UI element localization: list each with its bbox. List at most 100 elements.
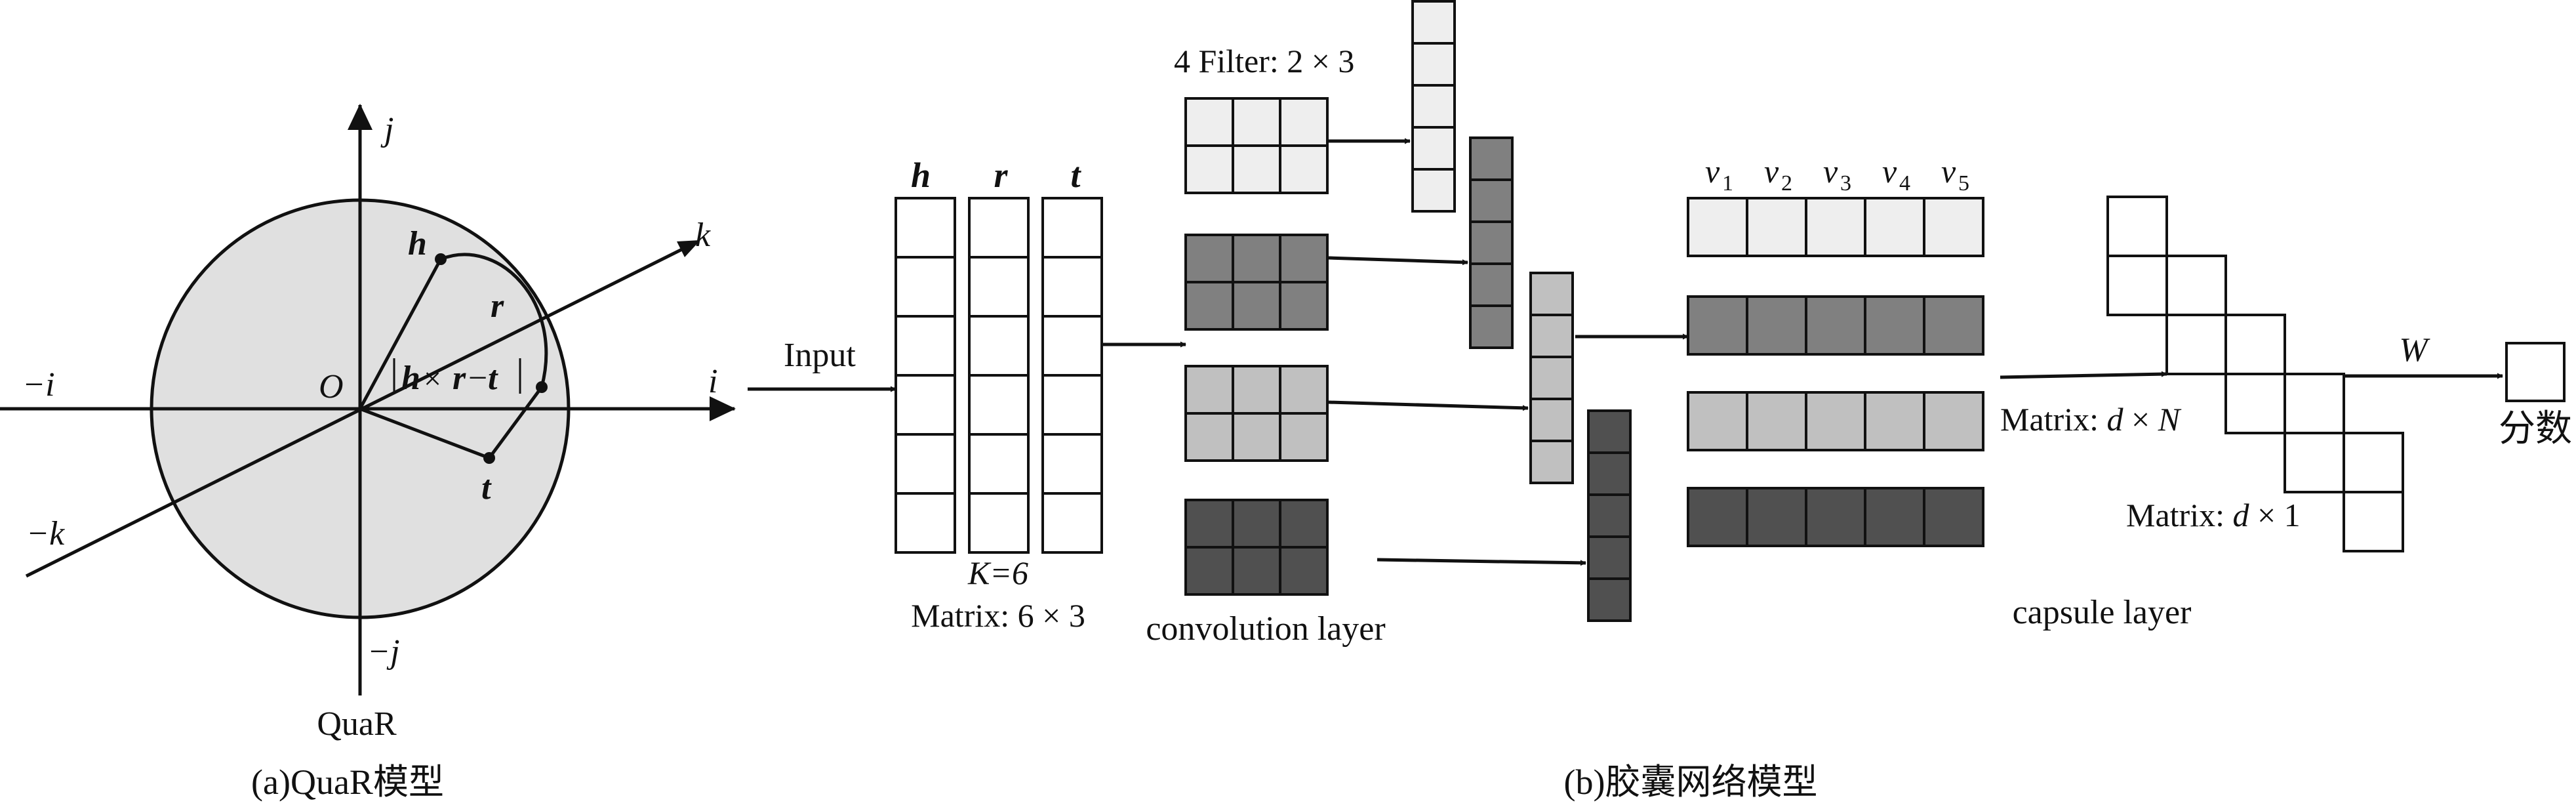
input-cell-h (895, 256, 956, 318)
feature-map-3-cell (1529, 356, 1574, 400)
filter-1-cell (1184, 144, 1234, 194)
feature-map-2-cell (1469, 304, 1514, 349)
filter-4-arrow (1377, 558, 1586, 566)
feature-map-4-cell (1587, 577, 1632, 622)
input-cell-h (895, 374, 956, 436)
feature-map-1-cell (1411, 126, 1456, 171)
filter-label: 4 Filter: 2 × 3 (1174, 43, 1354, 79)
filter-2-cell (1279, 281, 1329, 331)
input-cell-t (1041, 492, 1103, 554)
input-cell-r (968, 433, 1030, 495)
stair-cell (2165, 255, 2227, 316)
capsule-1-cell (1923, 197, 1984, 257)
filter-4-cell (1184, 499, 1234, 549)
input-cell-h (895, 197, 956, 259)
feature-map-4-cell (1587, 493, 1632, 538)
capsule-2-cell (1923, 295, 1984, 356)
input-cell-t (1041, 433, 1103, 495)
filter-3-cell (1184, 412, 1234, 462)
matrix-d1-d: d (2232, 497, 2249, 533)
axis-label-neg-k: −k (26, 515, 65, 552)
axis-label-j: j (380, 111, 393, 148)
filter-2-cell (1184, 281, 1234, 331)
w-label: W (2399, 331, 2430, 369)
origin-label: O (319, 368, 344, 405)
point-hrt-dot (536, 381, 548, 393)
input-label: Input (784, 337, 856, 374)
stair-cell (2106, 255, 2168, 316)
capsule-1-cell (1805, 197, 1866, 257)
input-cell-r (968, 197, 1030, 259)
col-label-h: h (911, 156, 931, 195)
input-cell-r (968, 374, 1030, 436)
feature-map-2-cell (1469, 262, 1514, 307)
filter-1-cell (1279, 144, 1329, 194)
feature-map-4-cell (1587, 451, 1632, 496)
capsule-v-subscript: 4 (1899, 171, 1910, 196)
input-cell-h (895, 433, 956, 495)
matrix-dn-prefix: Matrix: (2000, 401, 2106, 438)
capsule-v-label: v (1705, 153, 1720, 190)
quar-caption: (a)QuaR模型 (251, 762, 444, 802)
point-t-dot (483, 452, 495, 464)
j-axis-arrowhead (348, 104, 372, 130)
capsule-4-cell (1805, 487, 1866, 547)
arc-r-label: r (491, 287, 504, 325)
point-t-label: t (481, 469, 492, 507)
filter-2-cell (1279, 234, 1329, 283)
stair-cell (2343, 432, 2404, 493)
capsule-v-label: v (1941, 153, 1956, 190)
axis-label-neg-i: −i (22, 366, 55, 404)
axis-label-neg-j: −j (367, 633, 400, 671)
capsule-v-subscript: 3 (1840, 171, 1851, 196)
input-cell-t (1041, 197, 1103, 259)
matrix-d1-label: Matrix: d × 1 (2126, 497, 2301, 533)
filter-2-cell (1232, 281, 1281, 331)
filter-4-cell (1184, 546, 1234, 596)
input-cell-r (968, 492, 1030, 554)
quar-model-name: QuaR (317, 705, 397, 743)
input-cell-r (968, 256, 1030, 318)
matrix-d1-x: × 1 (2249, 497, 2300, 533)
vector-t (359, 407, 490, 460)
feature-map-3-cell (1529, 314, 1574, 358)
input-cell-h (895, 492, 956, 554)
capsule-v-label: v (1764, 153, 1779, 190)
col-label-r: r (994, 156, 1008, 195)
input-cell-r (968, 315, 1030, 377)
input-cell-t (1041, 256, 1103, 318)
capsule-4-cell (1864, 487, 1925, 547)
filter-3-cell (1279, 412, 1329, 462)
capsule-layer (1687, 197, 1984, 547)
stair-cell (2284, 432, 2345, 493)
stair-cell (2106, 196, 2168, 257)
capsule-1-cell (1864, 197, 1925, 257)
capsule-layer-label: capsule layer (2013, 594, 2192, 631)
arc-r (440, 253, 548, 388)
filter-3-cell (1232, 412, 1281, 462)
capsule-2-cell (1746, 295, 1807, 356)
stair-cell (2224, 314, 2286, 375)
filter-4-cell (1279, 499, 1329, 549)
filter-3-cell (1279, 365, 1329, 415)
filters (1184, 97, 1329, 596)
input-cell-t (1041, 315, 1103, 377)
capsule-v-subscript: 5 (1958, 171, 1969, 196)
feature-map-3-cell (1529, 398, 1574, 442)
input-matrix (895, 197, 1103, 554)
capsule-3-cell (1923, 391, 1984, 451)
feature-map-1-cell (1411, 168, 1456, 213)
matrix-dn-n: N (2158, 401, 2182, 438)
feature-map-2-cell (1469, 136, 1514, 181)
feature-map-4-cell (1587, 409, 1632, 454)
filter-1-cell (1232, 97, 1281, 147)
axis-label-i: i (708, 363, 717, 400)
capsule-3-cell (1687, 391, 1748, 451)
feature-map-1-cell (1411, 0, 1456, 45)
input-matrix-label: Matrix: 6 × 3 (911, 597, 1085, 634)
filter-2-cell (1184, 234, 1234, 283)
stair-cell (2343, 491, 2404, 552)
capsule-v-subscript: 2 (1781, 171, 1792, 196)
feature-maps (1411, 0, 1632, 622)
